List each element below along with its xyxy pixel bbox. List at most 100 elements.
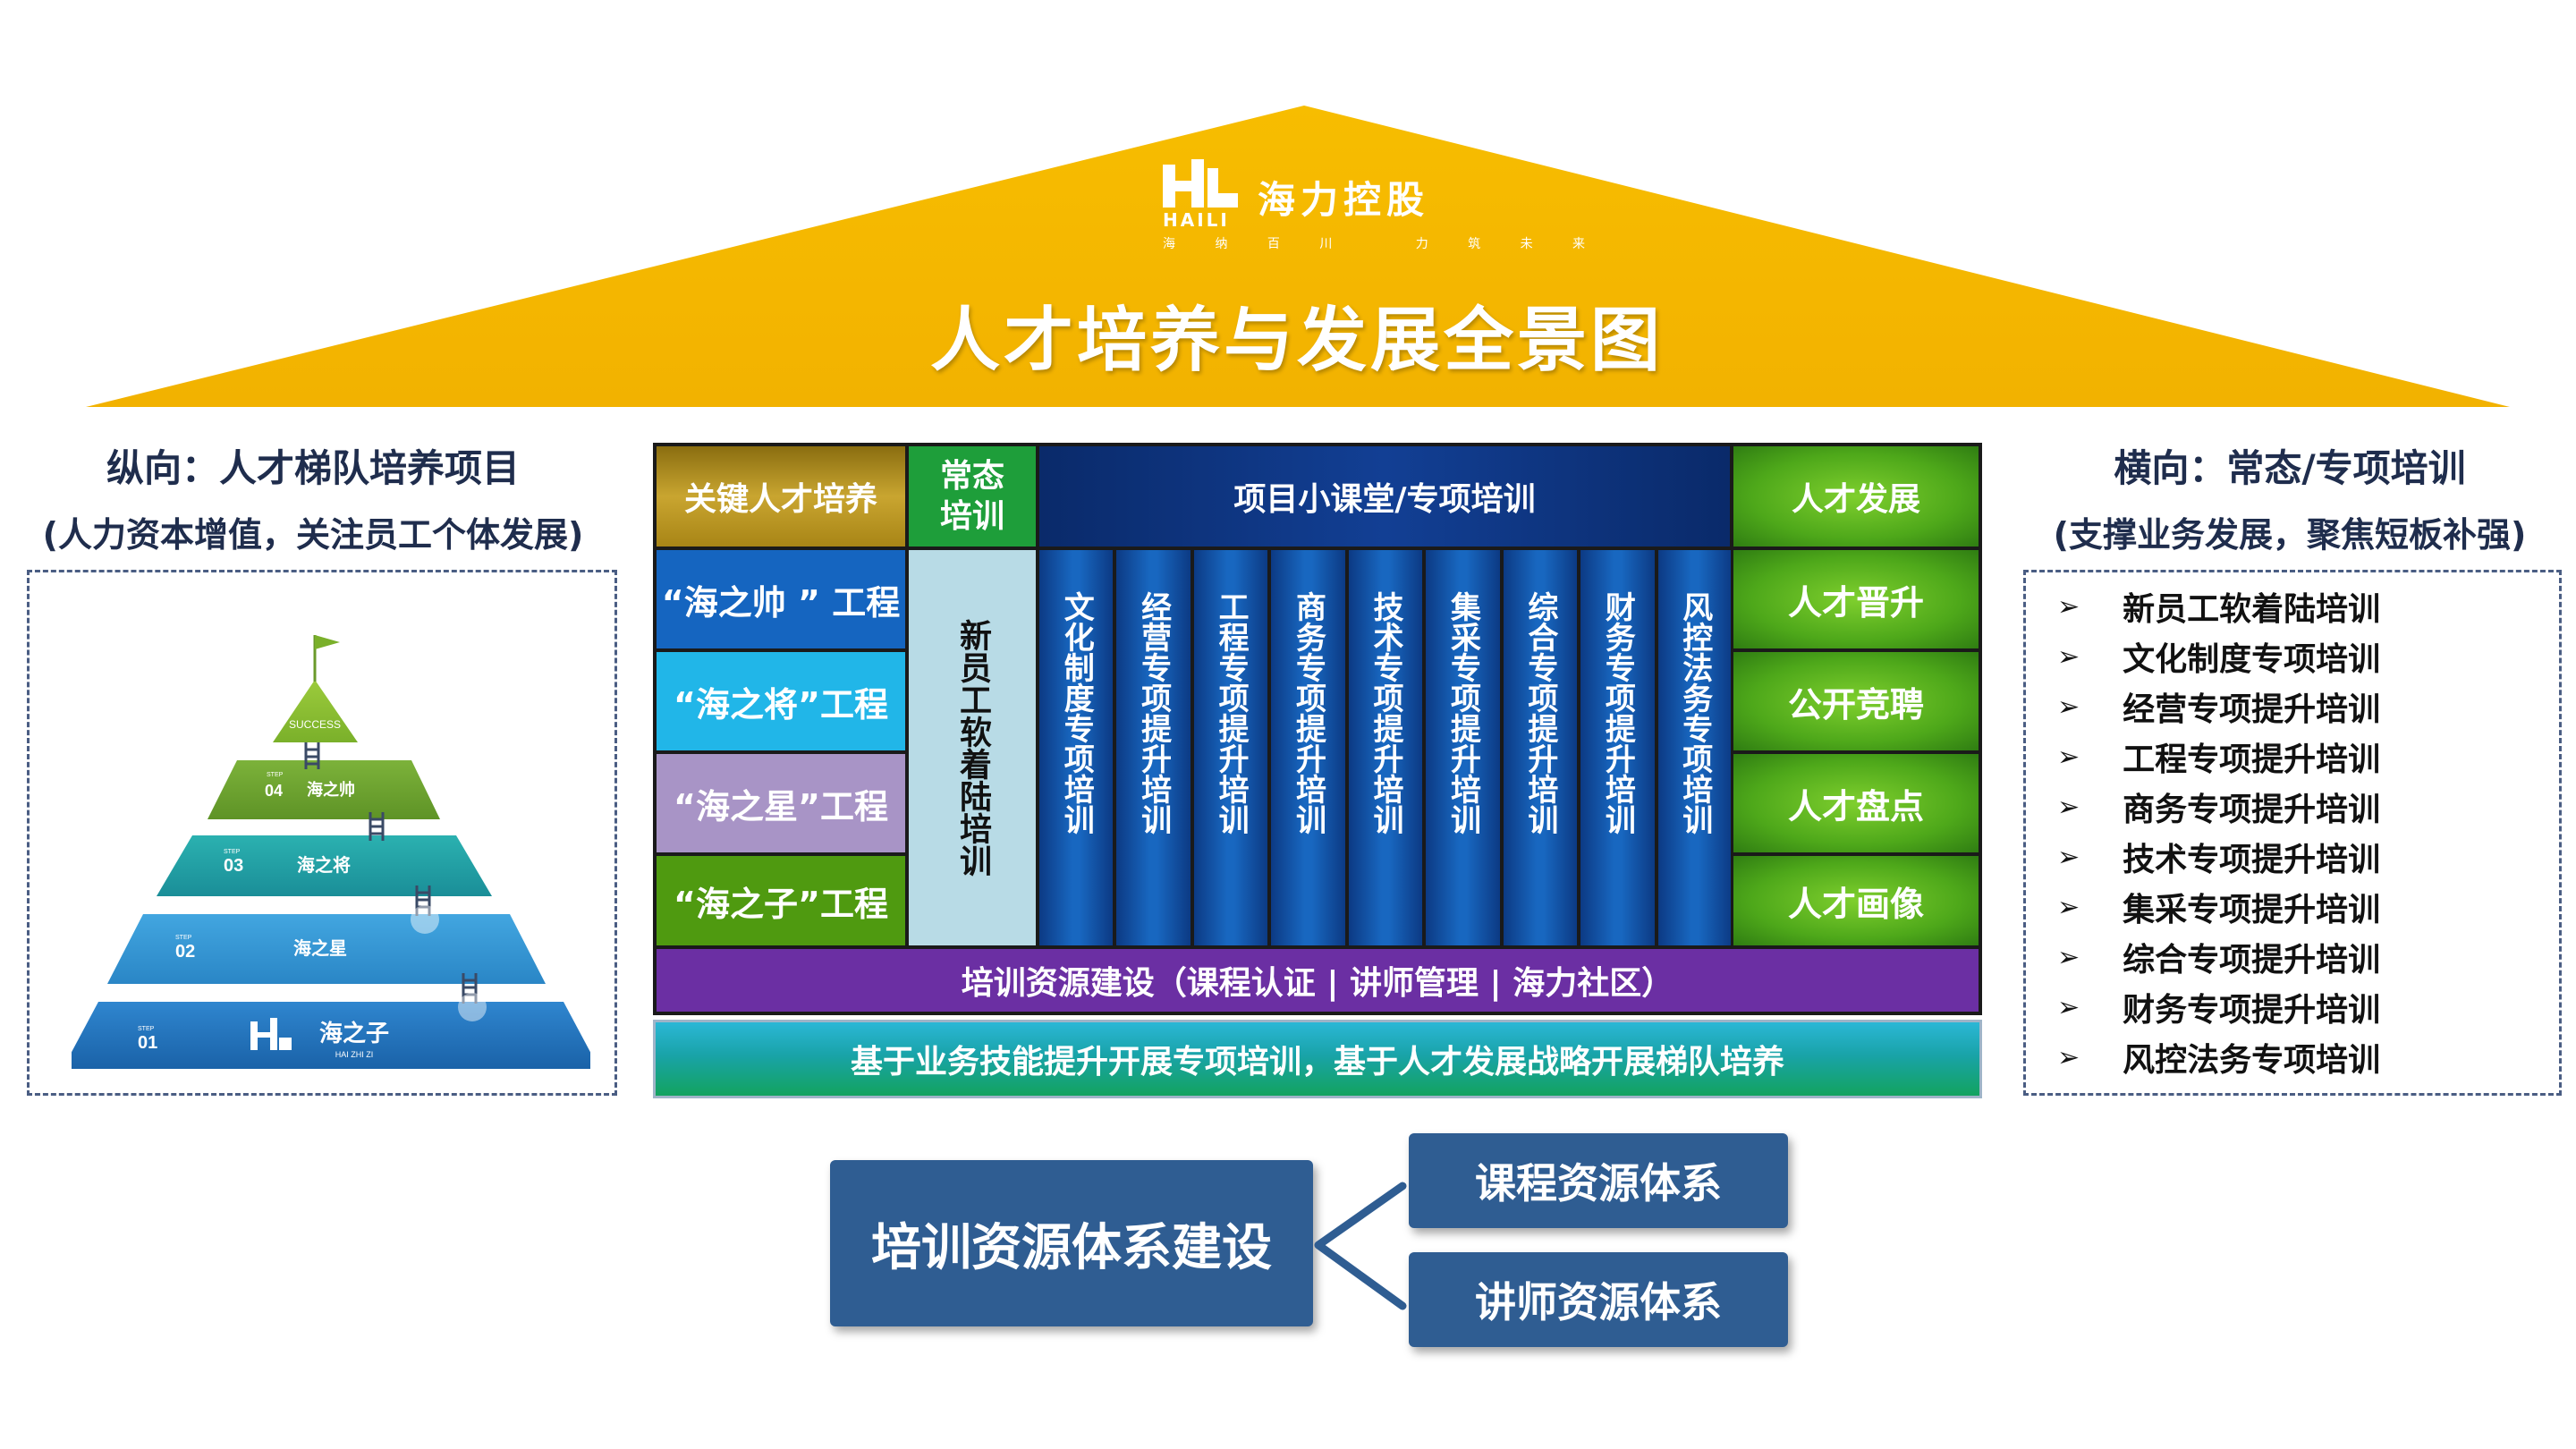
special-column-5: 技术专项提升培训 xyxy=(1345,547,1426,948)
list-item: ➢ 财务专项提升培训 xyxy=(2057,984,2380,1030)
pyramid-level-04 xyxy=(208,760,440,819)
project-row-haizhizi: “海之子”工程 xyxy=(654,853,908,948)
arrow-bullet-icon: ➢ xyxy=(2057,841,2080,873)
svg-text:海之将: 海之将 xyxy=(297,854,351,876)
svg-text:01: 01 xyxy=(138,1033,157,1053)
logo-en: HAILI xyxy=(1163,209,1230,231)
dev-item-promotion: 人才晋升 xyxy=(1731,547,1981,651)
svg-text:海之子: 海之子 xyxy=(319,1020,389,1046)
arrow-bullet-icon: ➢ xyxy=(2057,941,2080,973)
special-column-text: 财务专项提升培训 xyxy=(1599,591,1636,835)
pyramid-level-03 xyxy=(157,835,492,896)
special-column-7: 综合专项提升培训 xyxy=(1500,547,1580,948)
dev-item-portrait: 人才画像 xyxy=(1731,853,1981,948)
list-item-label: 风控法务专项培训 xyxy=(2123,1042,2381,1079)
list-item-label: 经营专项提升培训 xyxy=(2123,691,2381,728)
dev-item-competition: 公开竞聘 xyxy=(1731,649,1981,753)
project-row-haizhishuai: “海之帅 ” 工程 xyxy=(654,547,908,651)
right-subheading: (支撑业务发展，聚焦短板补强) xyxy=(2053,515,2527,555)
arrow-bullet-icon: ➢ xyxy=(2057,691,2080,723)
special-column-text: 技术专项提升培训 xyxy=(1367,591,1403,835)
base-bar: 基于业务技能提升开展专项培训，基于人才发展战略开展梯队培养 xyxy=(653,1020,1982,1098)
arrow-bullet-icon: ➢ xyxy=(2057,640,2080,673)
special-column-1: 文化制度专项培训 xyxy=(1037,547,1116,948)
base-bar-text: 基于业务技能提升开展专项培训，基于人才发展战略开展梯队培养 xyxy=(850,1044,1784,1080)
svg-text:STEP: STEP xyxy=(267,772,284,778)
list-item-label: 财务专项提升培训 xyxy=(2123,992,2381,1029)
right-list-box xyxy=(2023,570,2562,1096)
list-item-label: 工程专项提升培训 xyxy=(2123,741,2381,778)
svg-text:04: 04 xyxy=(265,782,283,800)
pyramid-level-02 xyxy=(107,914,546,984)
arrow-bullet-icon: ➢ xyxy=(2057,791,2080,823)
special-column-text: 工程专项提升培训 xyxy=(1213,591,1250,835)
arrow-bullet-icon: ➢ xyxy=(2057,741,2080,773)
header-regular: 常态 培训 xyxy=(906,444,1038,549)
list-item: ➢ 集采专项提升培训 xyxy=(2057,884,2380,930)
special-column-text: 集采专项提升培训 xyxy=(1445,591,1481,835)
list-item-label: 文化制度专项培训 xyxy=(2123,641,2381,678)
arrow-bullet-icon: ➢ xyxy=(2057,991,2080,1023)
pyramid-top-label: SUCCESS xyxy=(289,718,341,731)
resource-bar: 培训资源建设（课程认证 | 讲师管理 | 海力社区） xyxy=(654,946,1981,1014)
svg-text:02: 02 xyxy=(175,942,195,962)
special-column-2: 经营专项提升培训 xyxy=(1114,547,1193,948)
svg-text:STEP: STEP xyxy=(224,849,241,855)
special-column-text: 经营专项提升培训 xyxy=(1135,591,1172,835)
svg-text:HAI ZHI ZI: HAI ZHI ZI xyxy=(335,1050,374,1059)
logo-slogan: 海 纳 百 川 力 筑 未 来 xyxy=(1163,237,1604,251)
list-item-label: 集采专项提升培训 xyxy=(2123,892,2381,928)
svg-text:海之帅: 海之帅 xyxy=(307,780,355,799)
list-item: ➢ 文化制度专项培训 xyxy=(2057,633,2380,680)
special-column-9: 风控法务专项培训 xyxy=(1655,547,1734,948)
roof-triangle xyxy=(86,106,2510,407)
list-item: ➢ 经营专项提升培训 xyxy=(2057,683,2380,730)
logo-cn: 海力控股 xyxy=(1258,178,1430,222)
special-column-4: 商务专项提升培训 xyxy=(1268,547,1348,948)
project-row-haizhijiang: “海之将”工程 xyxy=(654,649,908,753)
course-resource-box: 课程资源体系 xyxy=(1409,1133,1788,1228)
arrow-bullet-icon: ➢ xyxy=(2057,1041,2080,1073)
header-key-talent: 关键人才培养 xyxy=(654,444,908,549)
arrow-bullet-icon: ➢ xyxy=(2057,590,2080,623)
flag-icon xyxy=(315,635,340,649)
pyramid-top xyxy=(273,680,358,742)
list-item-label: 新员工软着陆培训 xyxy=(2123,591,2381,628)
special-column-text: 风控法务专项培训 xyxy=(1676,591,1713,835)
special-column-text: 综合专项提升培训 xyxy=(1521,591,1558,835)
list-item: ➢ 新员工软着陆培训 xyxy=(2057,583,2380,630)
project-row-haizhixing: “海之星”工程 xyxy=(654,751,908,855)
list-item: ➢ 商务专项提升培训 xyxy=(2057,784,2380,830)
svg-text:STEP: STEP xyxy=(175,935,192,941)
list-item: ➢ 风控法务专项培训 xyxy=(2057,1034,2380,1080)
left-subheading: (人力资本增值，关注员工个体发展) xyxy=(42,515,584,555)
regular-column-text: 新员工软着陆培训 xyxy=(954,619,991,877)
company-logo: HAILI 海力控股 海 纳 百 川 力 筑 未 来 xyxy=(1163,159,1585,258)
logo-mark-icon xyxy=(1163,159,1238,208)
dev-item-review: 人才盘点 xyxy=(1731,751,1981,855)
list-item: ➢ 技术专项提升培训 xyxy=(2057,834,2380,880)
header-project-training: 项目小课堂/专项培训 xyxy=(1037,444,1733,549)
right-training-list: ➢ 新员工软着陆培训 ➢ 文化制度专项培训 ➢ 经营专项提升培训 ➢ 工程专项提升培训 ➢ 商务专… xyxy=(2057,583,2540,1084)
arrow-bullet-icon: ➢ xyxy=(2057,891,2080,923)
list-item-label: 商务专项提升培训 xyxy=(2123,792,2381,828)
list-item: ➢ 综合专项提升培训 xyxy=(2057,934,2380,980)
header-talent-development: 人才发展 xyxy=(1731,444,1981,549)
resource-system-box: 培训资源体系建设 xyxy=(830,1160,1313,1326)
special-column-text: 商务专项提升培训 xyxy=(1290,591,1326,835)
special-column-6: 集采专项提升培训 xyxy=(1423,547,1503,948)
svg-text:STEP: STEP xyxy=(138,1026,155,1032)
lecturer-resource-box: 讲师资源体系 xyxy=(1409,1252,1788,1347)
special-column-text: 文化制度专项培训 xyxy=(1058,591,1095,835)
svg-text:海之星: 海之星 xyxy=(293,937,347,959)
haizhizi-logo-icon xyxy=(250,1018,292,1050)
list-item-label: 技术专项提升培训 xyxy=(2123,842,2381,878)
left-heading: 纵向：人才梯队培养项目 xyxy=(106,446,520,490)
list-item-label: 综合专项提升培训 xyxy=(2123,942,2381,979)
pyramid-level-01 xyxy=(72,1002,590,1069)
special-column-8: 财务专项提升培训 xyxy=(1578,547,1657,948)
regular-column: 新员工软着陆培训 xyxy=(906,547,1038,948)
left-pyramid-box xyxy=(27,570,617,1096)
connector-lines xyxy=(1314,1182,1407,1310)
talent-pyramid: SUCCESS STEP 04 海之帅 STEP 03 海之将 STEP 02 … xyxy=(72,635,590,1069)
